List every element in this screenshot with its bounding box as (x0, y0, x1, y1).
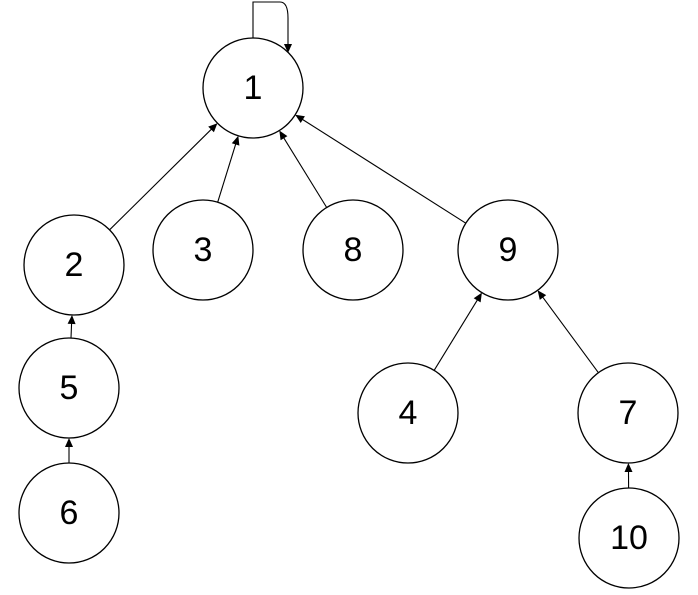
edge-arrowhead (208, 123, 218, 133)
edge-line (109, 128, 213, 231)
node-6: 6 (18, 462, 120, 564)
node-circle (18, 337, 120, 439)
node-circle (152, 199, 254, 301)
edge-arrowhead (473, 292, 482, 303)
edge-arrowhead (624, 463, 633, 472)
node-7: 7 (577, 362, 679, 464)
edge-arrowhead (231, 135, 240, 146)
edge-6-to-5 (65, 438, 73, 463)
edge-5-to-2 (67, 315, 76, 339)
node-10: 10 (578, 487, 680, 589)
node-circle (357, 362, 459, 464)
node-label: 4 (399, 394, 418, 432)
edge-7-to-9 (537, 290, 599, 374)
node-circle (578, 487, 680, 589)
node-circle (302, 199, 404, 301)
node-9: 9 (457, 199, 559, 301)
node-label: 1 (244, 69, 263, 107)
edge-arrowhead (279, 130, 288, 141)
edge-10-to-7 (624, 463, 633, 489)
node-label: 10 (610, 519, 648, 557)
edge-arrowhead (537, 290, 547, 300)
node-label: 6 (60, 494, 79, 532)
node-1: 1 (202, 37, 304, 139)
edge-line (217, 143, 237, 203)
edge-9-to-1 (295, 114, 467, 224)
node-label: 3 (194, 231, 213, 269)
edge-arrowhead (65, 438, 73, 447)
node-label: 7 (619, 394, 638, 432)
node-circle (457, 199, 559, 301)
node-label: 5 (60, 369, 79, 407)
edge-line (283, 137, 328, 208)
nodes-layer: 1 2 3 8 9 5 4 7 6 10 (18, 37, 680, 589)
edge-2-to-1 (109, 123, 218, 231)
node-label: 8 (344, 231, 363, 269)
node-circle (18, 462, 120, 564)
edge-arrowhead (295, 114, 305, 123)
node-2: 2 (23, 214, 125, 316)
node-label: 2 (65, 246, 84, 284)
node-circle (23, 214, 125, 316)
edge-line (433, 299, 479, 371)
node-4: 4 (357, 362, 459, 464)
edge-4-to-9 (433, 292, 482, 371)
self-loop-arrowhead (284, 44, 292, 53)
node-3: 3 (152, 199, 254, 301)
edges-layer (65, 1, 633, 489)
self-loop-line (252, 1, 289, 44)
node-5: 5 (18, 337, 120, 439)
edge-8-to-1 (279, 130, 328, 208)
node-8: 8 (302, 199, 404, 301)
node-circle (202, 37, 304, 139)
edge-line (541, 296, 599, 374)
node-label: 9 (499, 231, 518, 269)
edge-3-to-1 (217, 135, 240, 203)
edge-line (70, 322, 73, 339)
edge-line (301, 118, 467, 224)
edge-1-to-1 (252, 1, 292, 53)
node-circle (577, 362, 679, 464)
edge-arrowhead (67, 315, 76, 325)
